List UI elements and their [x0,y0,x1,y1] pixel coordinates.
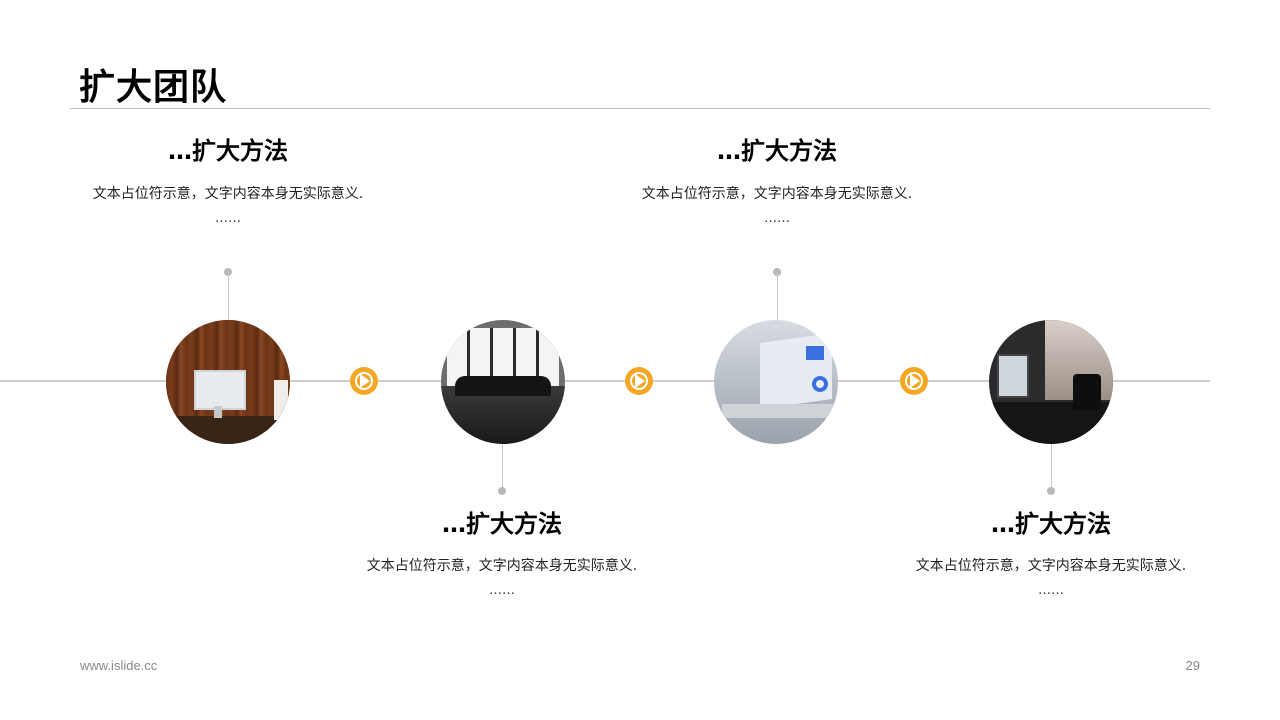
step-4-heading: …扩大方法 [991,510,1111,538]
step-1-ellipsis: …… [215,211,241,226]
play-arrow-icon [900,367,928,395]
page-number: 29 [1185,658,1200,673]
step-1-photo [166,320,290,444]
step-4-ellipsis: …… [1038,583,1064,598]
step-2-ellipsis: …… [489,583,515,598]
step-3-description: 文本占位符示意，文字内容本身无实际意义. [641,186,913,202]
step-2-dot [498,487,506,495]
timeline-line [0,380,1210,382]
step-4-photo [989,320,1113,444]
title-divider [70,108,1210,109]
step-3-ellipsis: …… [764,211,790,226]
step-1-description: 文本占位符示意，文字内容本身无实际意义. [92,186,364,202]
slide-title: 扩大团队 [79,67,228,108]
step-3-photo [714,320,838,444]
step-3-heading: …扩大方法 [717,137,837,165]
step-2-heading: …扩大方法 [442,510,562,538]
step-2-description: 文本占位符示意，文字内容本身无实际意义. [366,558,638,574]
step-4-description: 文本占位符示意，文字内容本身无实际意义. [915,558,1187,574]
step-1-heading: …扩大方法 [168,137,288,165]
step-2-connector [502,444,503,490]
step-1-connector [228,272,229,320]
step-4-dot [1047,487,1055,495]
step-3-connector [777,272,778,320]
play-arrow-icon [350,367,378,395]
play-arrow-icon [625,367,653,395]
step-2-photo [441,320,565,444]
step-4-connector [1051,444,1052,490]
footer-website: www.islide.cc [80,658,158,673]
